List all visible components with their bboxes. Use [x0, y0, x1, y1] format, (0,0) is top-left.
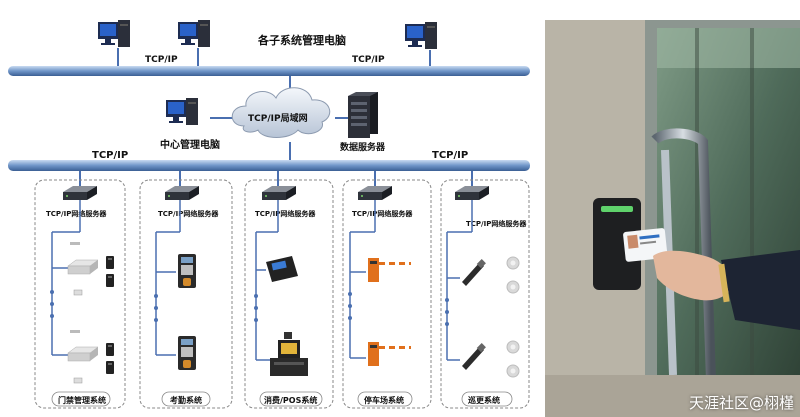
watermark-text: 天涯社区@栩槿: [688, 394, 794, 412]
server-label: TCP/IP网络服务器: [352, 209, 413, 218]
subsystem-name: 考勤系统: [170, 395, 202, 405]
pos-terminal-icon: [266, 256, 298, 282]
top-drop-lines: [117, 48, 431, 66]
server-label: TCP/IP网络服务器: [255, 209, 316, 218]
subsystem-name: 停车场系统: [364, 395, 404, 405]
subsystem-parking: TCP/IP网络服务器 停车场系统: [342, 171, 432, 409]
card-reader-icon: [106, 256, 114, 269]
door-card-reader-photo: 天涯社区@栩槿: [545, 20, 800, 417]
server-label: TCP/IP网络服务器: [466, 219, 527, 228]
network-server-icon: [165, 186, 199, 200]
server-label: TCP/IP网络服务器: [46, 209, 107, 218]
fingerprint-terminal-icon: [178, 254, 196, 288]
network-diagram: 各子系统管理电脑 TCP/IP TCP/IP TCP/IP局域网 中心管理电脑 …: [8, 20, 530, 409]
card-reader-icon: [106, 361, 114, 374]
bottom-network-bus: [8, 160, 530, 171]
card-reader-icon: [106, 343, 114, 356]
card-reader-icon: [106, 274, 114, 287]
controller-icon: [67, 346, 99, 362]
top-title: 各子系统管理电脑: [257, 33, 346, 47]
top-bus-label-right: TCP/IP: [352, 55, 385, 65]
database-server-icon: [348, 92, 378, 138]
network-server-icon: [455, 186, 489, 200]
checkpoint-icon: [506, 340, 520, 354]
network-server-icon: [262, 186, 296, 200]
network-server-icon: [358, 186, 392, 200]
subsystem-pos: TCP/IP网络服务器 消费/POS系统: [244, 171, 334, 409]
top-network-bus: [8, 66, 530, 76]
pc-icon: [178, 20, 210, 47]
barrier-gate-icon: [368, 258, 411, 282]
fingerprint-terminal-icon: [178, 336, 196, 370]
controller-icon: [67, 259, 99, 275]
patrol-wand-icon: [462, 343, 486, 370]
server-label: TCP/IP网络服务器: [158, 209, 219, 218]
checkpoint-icon: [506, 256, 520, 270]
network-server-icon: [63, 186, 97, 200]
top-bus-label-left: TCP/IP: [145, 55, 178, 65]
subsystem-patrol: TCP/IP网络服务器 巡更系统: [440, 171, 530, 409]
pc-icon: [405, 22, 437, 49]
patrol-wand-icon: [462, 259, 486, 286]
center-pc-icon: [166, 98, 198, 125]
pos-register-icon: [270, 332, 308, 376]
db-server-label: 数据服务器: [340, 141, 386, 153]
pc-icon: [98, 20, 130, 47]
checkpoint-icon: [506, 364, 520, 378]
checkpoint-icon: [506, 280, 520, 294]
subsystem-name: 门禁管理系统: [58, 395, 106, 405]
center-pc-label: 中心管理电脑: [160, 138, 220, 151]
barrier-gate-icon: [368, 342, 411, 366]
subsystem-access-control: TCP/IP网络服务器 门禁管理系统: [34, 171, 126, 409]
bottom-bus-label-left: TCP/IP: [92, 150, 128, 161]
subsystem-attendance: TCP/IP网络服务器 考勤系统: [139, 171, 233, 409]
subsystem-name: 消费/POS系统: [264, 395, 317, 405]
subsystem-name: 巡更系统: [468, 395, 500, 405]
lan-cloud: TCP/IP局域网: [231, 87, 331, 138]
cloud-label: TCP/IP局域网: [248, 112, 308, 124]
bottom-bus-label-right: TCP/IP: [432, 150, 468, 161]
